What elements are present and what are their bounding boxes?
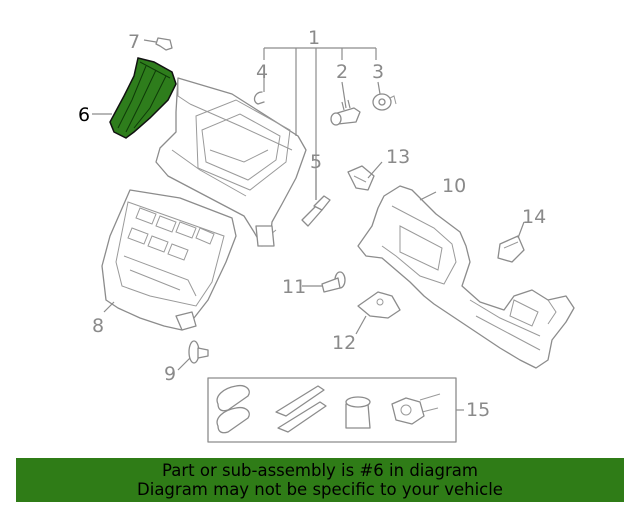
banner-line-disclaimer: Diagram may not be specific to your vehi… bbox=[137, 480, 503, 499]
part-3-grommet bbox=[372, 93, 397, 111]
part-5-damper bbox=[301, 195, 331, 227]
part-8-lower-panel bbox=[101, 189, 237, 331]
part-14-cover bbox=[497, 235, 525, 263]
part-11-screw bbox=[321, 271, 346, 293]
part-4-clip bbox=[253, 91, 265, 105]
callout-12: 12 bbox=[332, 332, 356, 354]
callout-9: 9 bbox=[164, 363, 176, 385]
banner-line-part: Part or sub-assembly is #6 in diagram bbox=[162, 461, 478, 480]
callout-6: 6 bbox=[78, 104, 90, 126]
part-15-kit bbox=[207, 377, 457, 443]
callout-5: 5 bbox=[310, 151, 322, 173]
part-12-bracket bbox=[357, 291, 401, 319]
part-7-clip bbox=[155, 37, 173, 51]
callout-8: 8 bbox=[92, 315, 104, 337]
part-9-push-pin bbox=[188, 340, 209, 364]
part-10-bracket bbox=[357, 185, 575, 369]
callout-7: 7 bbox=[128, 31, 140, 53]
callout-10: 10 bbox=[442, 175, 466, 197]
part-2-striker bbox=[330, 99, 361, 126]
callout-11: 11 bbox=[282, 276, 306, 298]
callout-14: 14 bbox=[522, 206, 546, 228]
part-13-clip bbox=[347, 165, 375, 191]
leader-lines bbox=[92, 39, 525, 411]
callout-4: 4 bbox=[256, 61, 268, 83]
part-1-glove-box-bin bbox=[155, 77, 307, 247]
callout-13: 13 bbox=[386, 146, 410, 168]
callout-2: 2 bbox=[336, 61, 348, 83]
part-6-trim-highlighted bbox=[109, 57, 177, 139]
callout-15: 15 bbox=[466, 399, 490, 421]
callout-1: 1 bbox=[308, 27, 320, 49]
callout-3: 3 bbox=[372, 61, 384, 83]
info-banner: Part or sub-assembly is #6 in diagram Di… bbox=[16, 458, 624, 502]
parts-diagram: 1 2 3 4 5 6 7 8 9 10 11 12 13 14 15 bbox=[78, 27, 575, 443]
